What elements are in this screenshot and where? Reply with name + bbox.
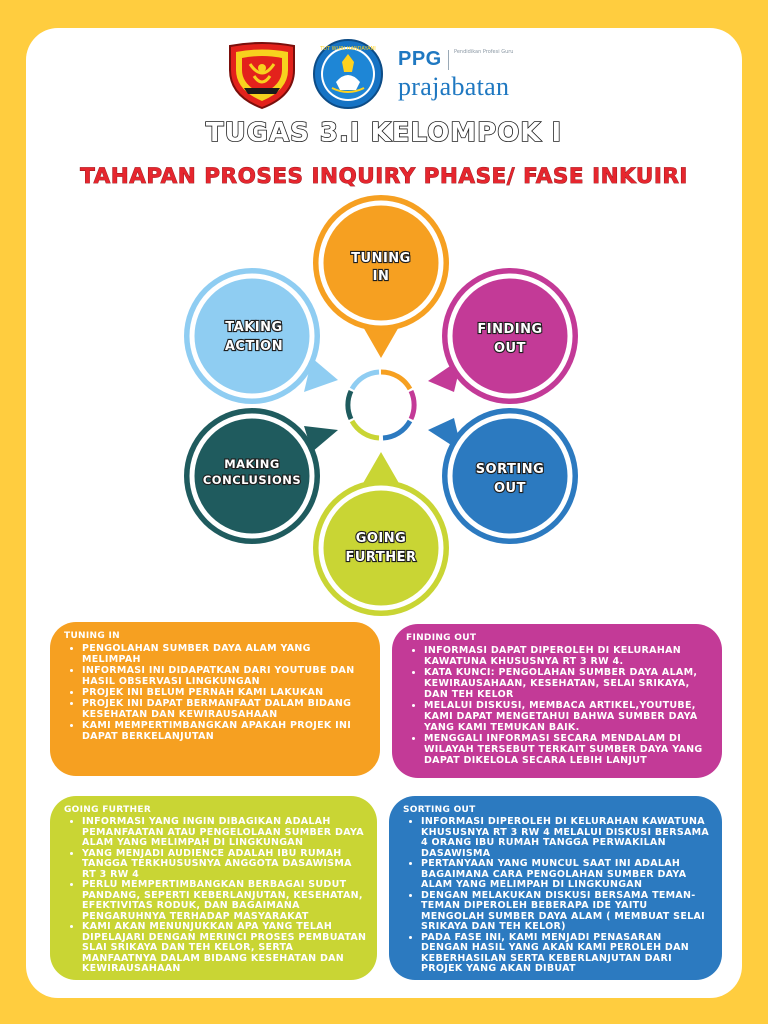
cycle-bubble-going-further: GOING FURTHER	[313, 452, 449, 616]
panel-list-tuning-in: PENGOLAHAN SUMBER DAYA ALAM YANG MELIMPA…	[64, 643, 370, 742]
bubble-label-sorting-line2: OUT	[494, 481, 526, 496]
list-item: INFORMASI INI DIDAPATKAN DARI YOUTUBE DA…	[82, 665, 370, 687]
bubble-label-sorting-line1: SORTING	[476, 462, 545, 477]
ppg-label: PPG	[398, 48, 442, 70]
tadulako-university-logo	[229, 42, 295, 110]
panel-sorting-out: SORTING OUT INFORMASI DIPEROLEH DI KELUR…	[389, 796, 722, 980]
cycle-bubble-making-conclusions: MAKING CONCLUSIONS	[184, 408, 338, 544]
panel-title-tuning-in: TUNING IN	[64, 631, 120, 641]
poster-subtitle: TAHAPAN PROSES INQUIRY PHASE/ FASE INKUI…	[80, 164, 688, 190]
bubble-label-making-line1: MAKING	[224, 457, 280, 471]
panel-tuning-in: TUNING IN PENGOLAHAN SUMBER DAYA ALAM YA…	[50, 622, 380, 776]
panel-list-sorting-out: INFORMASI DIPEROLEH DI KELURAHAN KAWATUN…	[403, 816, 712, 975]
list-item: INFORMASI DAPAT DIPEROLEH DI KELURAHAN K…	[424, 645, 712, 667]
list-item: MENGGALI INFORMASI SECARA MENDALAM DI WI…	[424, 733, 712, 766]
list-item: MELALUI DISKUSI, MEMBACA ARTIKEL,YOUTUBE…	[424, 700, 712, 733]
bubble-label-finding-line2: OUT	[494, 341, 526, 356]
list-item: KAMI AKAN MENUNJUKKAN APA YANG TELAH DIP…	[82, 921, 367, 975]
panel-title-going-further: GOING FURTHER	[64, 805, 152, 815]
prajabatan-wordmark: prajabatan	[398, 72, 510, 101]
ppg-prajabatan-logo: PPG Pendidikan Profesi Guru prajabatan	[398, 48, 558, 108]
panel-finding-out: FINDING OUT INFORMASI DAPAT DIPEROLEH DI…	[392, 624, 722, 778]
ppg-divider	[448, 50, 449, 70]
list-item: INFORMASI DIPEROLEH DI KELURAHAN KAWATUN…	[421, 816, 712, 859]
list-item: YANG MENJADI AUDIENCE ADALAH IBU RUMAH T…	[82, 848, 367, 881]
poster-title: TUGAS 3.I KELOMPOK I	[205, 117, 563, 149]
cycle-bubble-taking-action: TAKING ACTION	[184, 268, 338, 404]
tut-wuri-logo-text: TUT WURI HANDAYANI	[319, 46, 376, 52]
cycle-bubble-tuning-in: TUNING IN	[313, 195, 449, 358]
panel-list-finding-out: INFORMASI DAPAT DIPEROLEH DI KELURAHAN K…	[406, 645, 712, 766]
bubble-label-taking-line2: ACTION	[225, 339, 283, 354]
list-item: DENGAN MELAKUKAN DISKUSI BERSAMA TEMAN-T…	[421, 890, 712, 933]
bubble-label-going-line2: FURTHER	[345, 550, 416, 565]
list-item: PADA FASE INI, KAMI MENJADI PENASARAN DE…	[421, 932, 712, 975]
list-item: PERTANYAAN YANG MUNCUL SAAT INI ADALAH B…	[421, 858, 712, 891]
list-item: KATA KUNCI: PENGOLAHAN SUMBER DAYA ALAM,…	[424, 667, 712, 700]
panel-title-sorting-out: SORTING OUT	[403, 805, 476, 815]
bubble-label-taking-line1: TAKING	[225, 320, 282, 335]
bubble-label-making-line2: CONCLUSIONS	[203, 473, 301, 487]
cycle-bubble-sorting-out: SORTING OUT	[428, 408, 578, 544]
list-item: PENGOLAHAN SUMBER DAYA ALAM YANG MELIMPA…	[82, 643, 370, 665]
list-item: PERLU MEMPERTIMBANGKAN BERBAGAI SUDUT PA…	[82, 879, 367, 922]
bubble-label-finding-line1: FINDING	[477, 322, 542, 337]
list-item: PROJEK INI DAPAT BERMANFAAT DALAM BIDANG…	[82, 698, 370, 720]
tut-wuri-handayani-logo: TUT WURI HANDAYANI	[313, 39, 383, 109]
list-item: INFORMASI YANG INGIN DIBAGIKAN ADALAH PE…	[82, 816, 367, 849]
list-item: PROJEK INI BELUM PERNAH KAMI LAKUKAN	[82, 687, 370, 698]
bubble-label-tuning-line2: IN	[373, 269, 390, 284]
bubble-label-tuning-line1: TUNING	[351, 251, 411, 266]
ppg-subtitle: Pendidikan Profesi Guru	[454, 49, 514, 55]
panel-list-going-further: INFORMASI YANG INGIN DIBAGIKAN ADALAH PE…	[64, 816, 367, 975]
cycle-bubble-finding-out: FINDING OUT	[428, 268, 578, 404]
bubble-label-going-line1: GOING	[356, 531, 407, 546]
inquiry-cycle-diagram: TUNING IN FINDING OUT SORTING OUT GOING …	[184, 195, 578, 616]
center-ring	[345, 369, 417, 441]
panel-title-finding-out: FINDING OUT	[406, 633, 477, 643]
list-item: KAMI MEMPERTIMBANGKAN APAKAH PROJEK INI …	[82, 720, 370, 742]
panel-going-further: GOING FURTHER INFORMASI YANG INGIN DIBAG…	[50, 796, 377, 980]
